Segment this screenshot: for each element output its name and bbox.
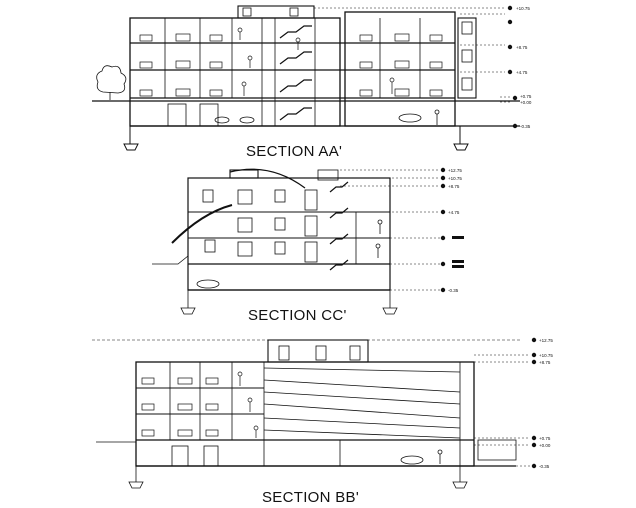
level-label-cc-1: +12.75 (448, 168, 462, 173)
level-label-cc-3: +8.75 (448, 184, 460, 189)
level-label-bb-2: +10.75 (539, 353, 553, 358)
level-label-aa-6: -0.35 (520, 124, 531, 129)
level-label-bb-4: +0.75 (539, 436, 551, 441)
section-bb-title: SECTION BB' (262, 489, 360, 506)
level-markers-bb (531, 337, 537, 469)
level-label-aa-1: +10.75 (516, 6, 530, 11)
level-markers-cc (440, 167, 464, 293)
section-aa-drawing (92, 5, 520, 151)
level-label-aa-2: +8.75 (516, 45, 528, 50)
section-cc-title: SECTION CC' (248, 307, 347, 324)
level-label-bb-6: -0.35 (539, 464, 550, 469)
level-markers-aa (507, 5, 518, 129)
section-aa-title: SECTION AA' (246, 143, 343, 160)
tree-symbol (96, 65, 127, 100)
level-label-bb-3: +8.75 (539, 360, 551, 365)
section-cc-drawing (152, 167, 464, 315)
level-label-cc-4: +4.75 (448, 210, 460, 215)
section-bb-drawing (92, 337, 537, 489)
level-label-aa-3: +4.75 (516, 70, 528, 75)
level-label-bb-5: +0.00 (539, 443, 551, 448)
level-label-aa-4: +0.75 (520, 94, 532, 99)
level-label-cc-5: -0.35 (448, 288, 459, 293)
level-label-aa-5: +0.00 (520, 100, 532, 105)
level-label-cc-2: +10.75 (448, 176, 462, 181)
level-label-bb-1: +12.75 (539, 338, 553, 343)
